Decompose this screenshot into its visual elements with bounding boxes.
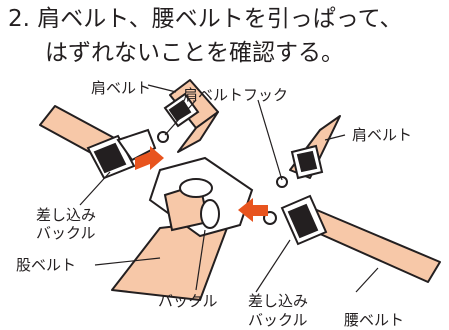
label-shoulder-belt-hook: 肩ベルトフック — [183, 86, 289, 104]
label-insert-buckle-right-2: バックル — [248, 311, 308, 329]
instruction-line-1: 2. 肩ベルト、腰ベルトを引っぱって、 — [8, 4, 403, 34]
label-insert-buckle-left-2: バックル — [36, 224, 96, 242]
label-insert-buckle-right-1: 差し込み — [248, 292, 309, 310]
step-number: 2. — [8, 6, 30, 32]
instruction-text-1: 肩ベルト、腰ベルトを引っぱって、 — [37, 6, 403, 32]
right-adjuster — [276, 144, 324, 188]
label-insert-buckle-left-1: 差し込み — [36, 206, 97, 224]
label-buckle: バックル — [158, 292, 218, 310]
right-arrow — [238, 198, 268, 222]
label-shoulder-belt-top: 肩ベルト — [91, 79, 152, 97]
center-buckle — [148, 156, 254, 238]
label-waist-belt: 腰ベルト — [344, 311, 405, 329]
instruction-line-2: はずれないことを確認する。 — [45, 40, 344, 66]
label-shoulder-belt-right: 肩ベルト — [352, 126, 413, 144]
label-crotch-belt: 股ベルト — [16, 256, 77, 274]
left-insert-buckle — [86, 128, 157, 180]
left-arrow — [135, 146, 164, 170]
right-insert-buckle — [263, 194, 328, 246]
